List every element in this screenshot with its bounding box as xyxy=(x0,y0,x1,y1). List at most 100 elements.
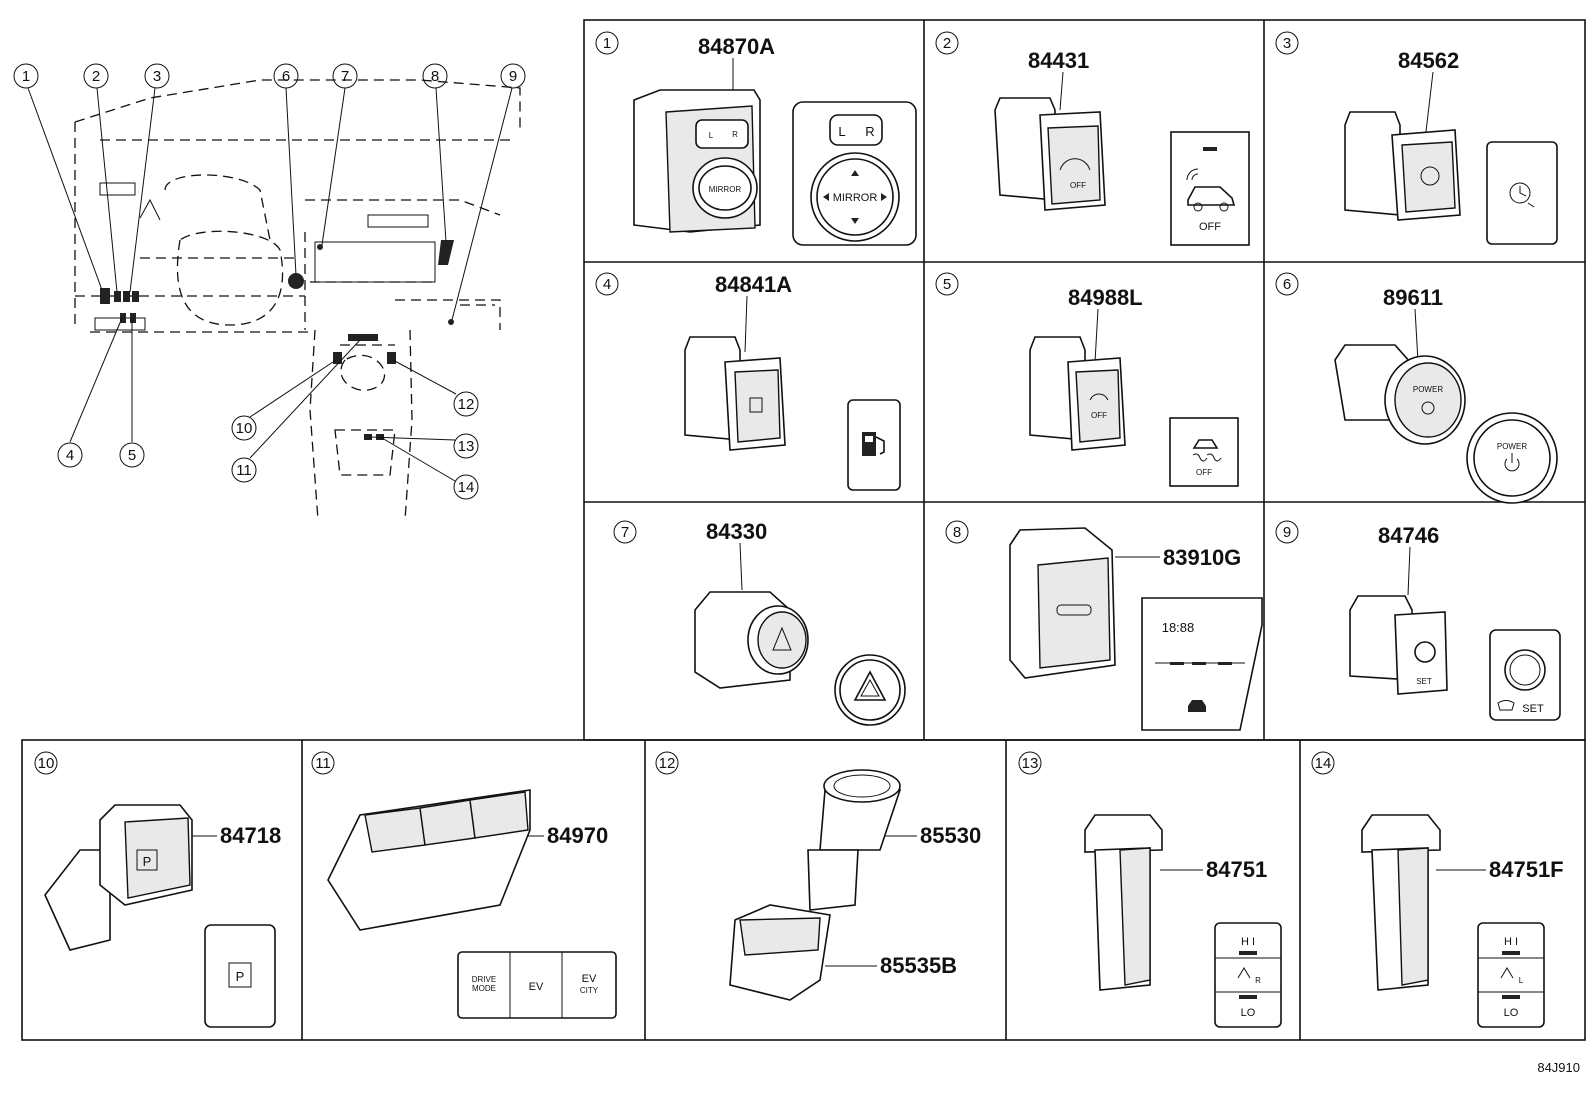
part-number: 84988L xyxy=(1068,285,1143,310)
part-number: 84562 xyxy=(1398,48,1459,73)
diagram-code: 84J910 xyxy=(1537,1060,1580,1075)
svg-text:7: 7 xyxy=(341,68,349,85)
cell-number: 9 xyxy=(1283,524,1291,541)
part-cell-3: 3 84562 xyxy=(1275,31,1558,245)
overview-callout: 1 xyxy=(13,63,39,89)
overview-callout: 13 xyxy=(453,433,479,459)
part-cell-6: 6 89611 POWER POWER xyxy=(1275,272,1558,504)
part-cell-4: 4 84841A xyxy=(595,272,901,491)
svg-text:14: 14 xyxy=(458,479,475,496)
svg-text:5: 5 xyxy=(128,447,136,464)
svg-text:3: 3 xyxy=(153,68,161,85)
overview-callout: 14 xyxy=(453,474,479,500)
dashboard-overview: 1 2 3 6 7 8 9 4 5 10 11 12 13 14 xyxy=(13,63,526,521)
seat-heater-left-icon: H I L LO xyxy=(1477,922,1545,1028)
overview-callout: 9 xyxy=(500,63,526,89)
part-number: 84751F xyxy=(1489,857,1564,882)
vsc-off-icon: OFF xyxy=(1169,417,1239,487)
overview-callout: 4 xyxy=(57,442,83,468)
part-number: 84841A xyxy=(715,272,792,297)
part-number: 84431 xyxy=(1028,48,1089,73)
cell-number: 5 xyxy=(943,276,951,293)
clock-adjust-icon xyxy=(1486,141,1558,245)
power-button-icon: POWER xyxy=(1466,412,1558,504)
overview-callout: 12 xyxy=(453,391,479,417)
svg-text:POWER: POWER xyxy=(1413,385,1443,394)
svg-text:H I: H I xyxy=(1241,936,1255,948)
part-number-2: 85535B xyxy=(880,953,957,978)
overview-callout: 2 xyxy=(83,63,109,89)
svg-text:12: 12 xyxy=(458,396,475,413)
overview-callout: 8 xyxy=(422,63,448,89)
svg-text:L: L xyxy=(709,131,714,140)
part-cell-7: 7 84330 xyxy=(613,519,906,726)
svg-text:8: 8 xyxy=(431,68,439,85)
clock-display-icon: 18:88 xyxy=(1141,597,1263,731)
mirror-switch-icon: L R MIRROR xyxy=(792,101,917,246)
part-number: 84746 xyxy=(1378,523,1439,548)
cell-number: 7 xyxy=(621,524,629,541)
svg-text:SET: SET xyxy=(1416,677,1432,686)
svg-text:LO: LO xyxy=(1241,1007,1256,1019)
svg-text:DRIVE: DRIVE xyxy=(472,975,496,984)
svg-text:SET: SET xyxy=(1522,703,1544,715)
cell-number: 10 xyxy=(38,755,55,772)
part-cell-12: 12 85530 85535B xyxy=(655,751,981,1001)
fuel-door-icon xyxy=(847,399,901,491)
svg-text:MODE: MODE xyxy=(472,984,496,993)
vehicle-alarm-off-icon: OFF xyxy=(1170,131,1250,246)
svg-text:P: P xyxy=(143,854,152,869)
cell-number: 6 xyxy=(1283,276,1291,293)
tire-pressure-set-icon: SET xyxy=(1489,629,1561,721)
svg-text:OFF: OFF xyxy=(1091,411,1107,420)
svg-text:MIRROR: MIRROR xyxy=(709,185,742,194)
svg-text:P: P xyxy=(236,969,245,984)
part-number: 84970 xyxy=(547,823,608,848)
cell-number: 3 xyxy=(1283,35,1291,52)
svg-text:MIRROR: MIRROR xyxy=(833,192,878,204)
part-cell-2: 2 84431 OFF OFF xyxy=(935,31,1250,246)
overview-callout: 5 xyxy=(119,442,145,468)
part-cell-13: 13 84751 H I R LO xyxy=(1018,751,1282,1028)
svg-text:EV: EV xyxy=(529,981,544,993)
part-cell-9: 9 84746 SET SET xyxy=(1275,520,1561,721)
parts-grid xyxy=(21,19,1586,1041)
part-number: 84870A xyxy=(698,34,775,59)
svg-text:4: 4 xyxy=(66,447,74,464)
cell-number: 11 xyxy=(315,755,331,772)
part-cell-14: 14 84751F H I L LO xyxy=(1311,751,1564,1028)
part-cell-11: 11 84970 DRIVE MODE EV EV CITY xyxy=(311,751,617,1019)
seat-heater-right-icon: H I R LO xyxy=(1214,922,1282,1028)
part-number: 84718 xyxy=(220,823,281,848)
cell-number: 13 xyxy=(1022,755,1039,772)
svg-text:OFF: OFF xyxy=(1070,181,1086,190)
part-number: 84751 xyxy=(1206,857,1267,882)
svg-text:H I: H I xyxy=(1504,936,1518,948)
overview-callout: 10 xyxy=(231,415,257,441)
svg-text:L: L xyxy=(1519,976,1524,985)
svg-text:11: 11 xyxy=(236,462,252,479)
cell-number: 1 xyxy=(603,35,611,52)
overview-callout: 6 xyxy=(273,63,299,89)
drive-mode-icon: DRIVE MODE EV EV CITY xyxy=(457,951,617,1019)
svg-text:2: 2 xyxy=(92,68,100,85)
overview-callout: 11 xyxy=(231,457,257,483)
cell-number: 4 xyxy=(603,276,611,293)
svg-text:18:88: 18:88 xyxy=(1162,620,1195,635)
parking-icon: P xyxy=(204,924,276,1028)
svg-text:R: R xyxy=(732,130,738,139)
part-number: 85530 xyxy=(920,823,981,848)
cell-number: 8 xyxy=(953,524,961,541)
svg-text:EV: EV xyxy=(582,973,597,985)
overview-callout: 7 xyxy=(332,63,358,89)
cell-number: 2 xyxy=(943,35,951,52)
svg-text:13: 13 xyxy=(458,438,475,455)
part-number: 84330 xyxy=(706,519,767,544)
svg-text:1: 1 xyxy=(22,68,30,85)
svg-text:OFF: OFF xyxy=(1196,468,1212,477)
svg-text:L: L xyxy=(838,124,845,139)
part-cell-5: 5 84988L OFF OFF xyxy=(935,272,1239,487)
svg-text:LO: LO xyxy=(1504,1007,1519,1019)
svg-text:10: 10 xyxy=(236,420,253,437)
